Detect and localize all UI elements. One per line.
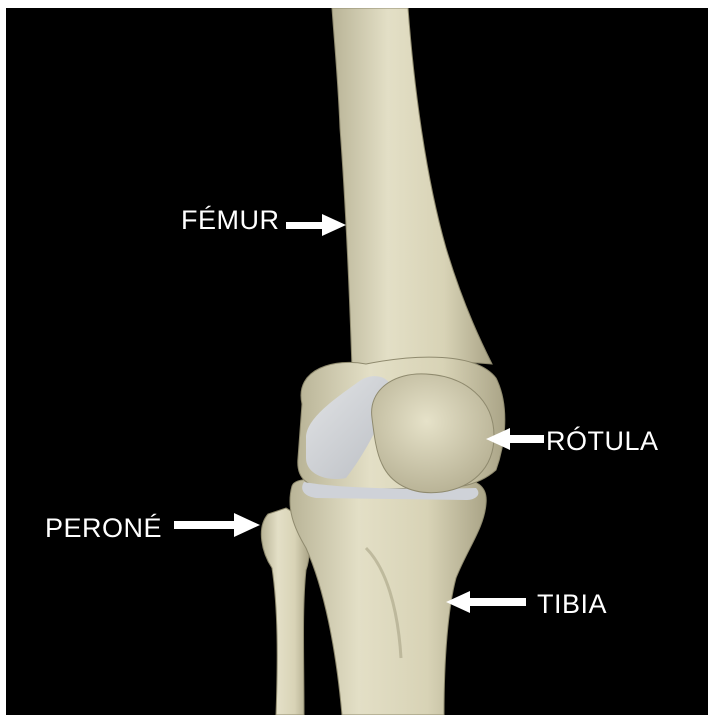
femur-label: FÉMUR (181, 207, 280, 234)
arrow-femur-icon (286, 214, 346, 236)
rotula-label: RÓTULA (546, 428, 659, 455)
perone-label: PERONÉ (45, 515, 162, 542)
arrow-tibia-icon (446, 591, 526, 613)
femur-bone (332, 8, 492, 368)
arrow-perone-icon (174, 513, 260, 537)
tibia-label: TIBIA (537, 591, 607, 618)
knee-anatomy-illustration: FÉMUR RÓTULA PERONÉ TIBIA (6, 8, 708, 715)
